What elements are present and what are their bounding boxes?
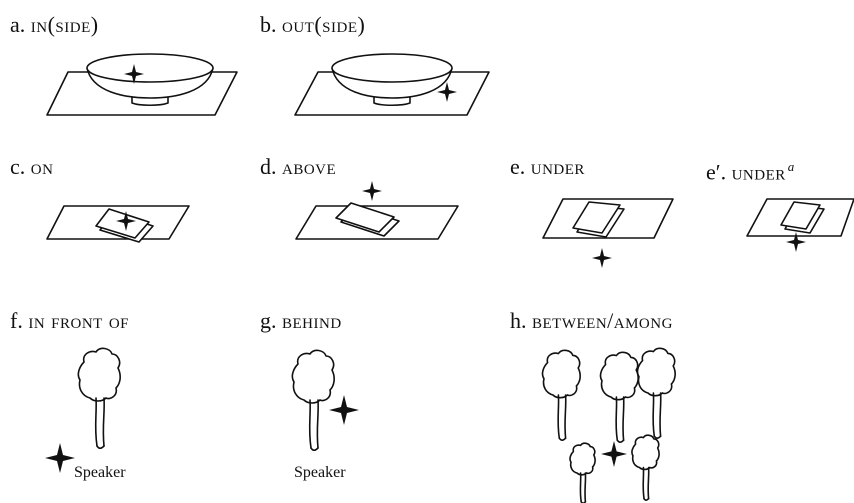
tree-icon-h-3: [636, 347, 676, 439]
tree-icon-h-4: [569, 442, 596, 503]
panel-h-term: between/among: [532, 308, 673, 333]
panel-f-label: f. in front of: [10, 310, 129, 332]
panel-a-label: a. in(side): [10, 14, 99, 36]
panel-h-label: h. between/among: [510, 310, 673, 332]
panel-e-diagram: [543, 199, 673, 268]
tree-icon-h-2: [599, 351, 639, 443]
panel-d-letter: d.: [260, 154, 277, 179]
book-e-front: [573, 202, 620, 233]
panel-b-term: out(side): [282, 12, 366, 37]
panel-b-diagram: [295, 54, 489, 115]
panel-g-diagram: [291, 349, 359, 452]
bowl-b-base: [374, 97, 410, 105]
bowl-a-base: [132, 97, 168, 105]
panel-b-letter: b.: [260, 12, 277, 37]
book-e-prime-front: [781, 202, 820, 229]
bowl-a-rim: [87, 54, 213, 82]
panel-h-diagram: [541, 347, 676, 503]
panel-e-prime-term: under: [731, 159, 786, 185]
panel-d-term: above: [282, 154, 337, 179]
panel-e-prime-letter: e′.: [706, 159, 727, 185]
panel-e-prime-superscript: a: [787, 159, 795, 174]
book-d-front: [336, 203, 394, 232]
speaker-label-f: Speaker: [74, 464, 126, 481]
panel-e-label: e. under: [510, 156, 585, 178]
panel-c-label: c. on: [10, 156, 53, 178]
panel-g-letter: g.: [260, 308, 277, 333]
panel-a-diagram: [47, 54, 237, 115]
star-icon-e: [592, 248, 612, 268]
panel-c-term: on: [30, 154, 54, 179]
panel-e-letter: e.: [510, 154, 526, 179]
panel-a-letter: a.: [10, 12, 26, 37]
tree-icon-h-1: [541, 349, 581, 441]
panel-e-prime-diagram: [747, 199, 854, 252]
panel-e-term: under: [530, 154, 585, 179]
tree-icon-f: [77, 347, 121, 450]
star-icon-g: [329, 395, 359, 425]
tree-icon-h-5: [631, 434, 660, 501]
panel-b-label: b. out(side): [260, 14, 365, 36]
panel-c-letter: c.: [10, 154, 26, 179]
panel-h-letter: h.: [510, 308, 527, 333]
panel-a-term: in(side): [30, 12, 99, 37]
book-c-front: [96, 209, 149, 238]
panel-f-term: in front of: [28, 308, 130, 333]
panel-g-label: g. behind: [260, 310, 342, 332]
panel-d-diagram: [296, 181, 458, 239]
star-icon-f: [45, 443, 75, 473]
star-icon-h: [601, 441, 627, 467]
bowl-b-rim: [332, 54, 452, 82]
panel-c-diagram: [47, 206, 189, 242]
tree-icon-g: [291, 349, 335, 452]
speaker-label-g: Speaker: [294, 464, 346, 481]
panel-g-term: behind: [282, 308, 342, 333]
panel-d-label: d. above: [260, 156, 336, 178]
star-icon-d: [362, 181, 382, 201]
panel-f-diagram: [45, 347, 121, 473]
panel-f-letter: f.: [10, 308, 23, 333]
